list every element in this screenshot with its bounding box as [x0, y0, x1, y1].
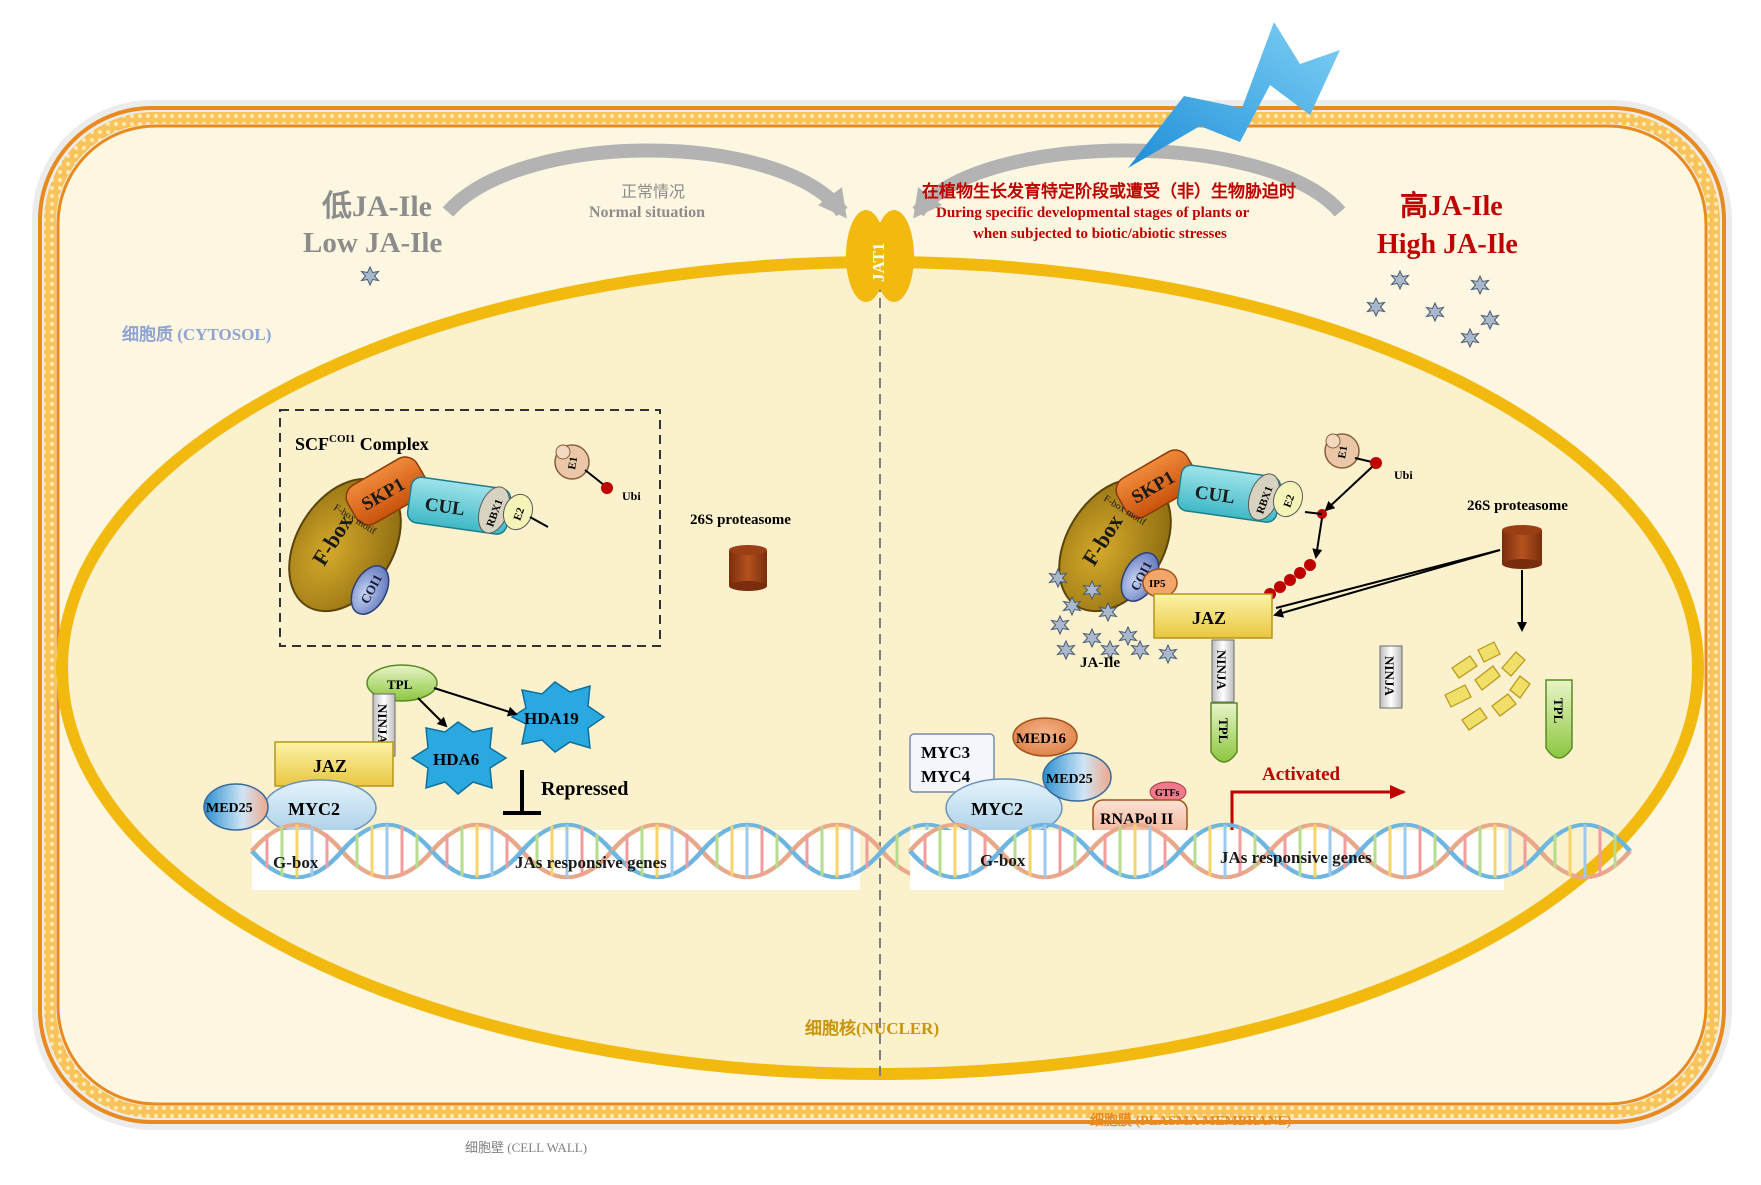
high-ja-ile-en: High JA-Ile — [1377, 229, 1518, 260]
e1-enzyme-left: E1 Ubi — [554, 444, 641, 503]
activated-arrow — [1230, 785, 1406, 835]
ninja-free: NINJA — [1379, 645, 1403, 709]
low-ja-ile-cn: 低JA-Ile — [321, 190, 432, 223]
coi1 — [350, 565, 390, 615]
ninja-right: NINJA — [1211, 639, 1235, 703]
ja-ile-label: JA-Ile — [1080, 655, 1120, 671]
stress-en-1: During specific developmental stages of … — [936, 205, 1250, 221]
tpl-label-right: TPL — [1216, 718, 1231, 744]
dna-right — [910, 824, 1630, 890]
hda6: HDA6 — [410, 721, 508, 795]
ubi-label-right: Ubi — [1394, 468, 1413, 482]
tpl-to-hda6-arrow — [417, 697, 448, 728]
ubi-label: Ubi — [622, 489, 641, 503]
stress-lightning-icon — [1128, 22, 1340, 168]
tpl-left: TPL — [366, 664, 438, 702]
low-ja-ile-en: Low JA-Ile — [303, 227, 442, 259]
e1-label-right: E1 — [1336, 445, 1350, 460]
nucleus-label: 细胞核(NUCLER) — [805, 1018, 939, 1038]
med25-label-right: MED25 — [1046, 772, 1093, 787]
jaz-left: JAZ — [274, 741, 394, 787]
normal-arrow — [442, 143, 848, 219]
jat1-transporter: JAT1 — [846, 210, 914, 302]
med25-left: MED25 — [203, 783, 269, 831]
scf-complex-box — [279, 409, 661, 647]
cytosol-label: 细胞质 (CYTOSOL) — [122, 324, 271, 344]
genes-label-left: JAs responsive genes — [515, 853, 667, 872]
genes-label-right: JAs responsive genes — [1220, 848, 1372, 867]
jaz-right: JAZ — [1153, 593, 1273, 639]
scf-complex-left: F-box COI1 SKP1 F-box motif CUL RBX1 E2 — [288, 456, 549, 615]
normal-situation-en: Normal situation — [589, 204, 705, 221]
jat1-label: JAT1 — [869, 243, 888, 282]
e2-label-right: E2 — [1282, 493, 1298, 510]
hda19: HDA19 — [510, 681, 606, 753]
repressed-label: Repressed — [541, 778, 628, 800]
myc2-label-left: MYC2 — [288, 799, 340, 819]
gtfs: GTFs — [1149, 781, 1187, 803]
myc3-label: MYC3 — [921, 743, 970, 762]
tpl2-label: TPL — [1551, 698, 1566, 724]
tpl-free: TPL — [1545, 679, 1573, 759]
ninja-left: NINJA — [372, 693, 396, 757]
gbox-label-right: G-box — [980, 851, 1026, 870]
hda6-label: HDA6 — [433, 750, 479, 769]
plasma-membrane-label: 细胞膜 (PLASMA MEMBRANE) — [1090, 1112, 1292, 1129]
jaz-label-right: JAZ — [1192, 608, 1226, 628]
proteasome-icon-right — [1502, 525, 1542, 569]
myc2-label-right: MYC2 — [971, 799, 1023, 819]
gbox-label-left: G-box — [273, 853, 319, 872]
jaz-label-left: JAZ — [313, 756, 347, 776]
e1-enzyme-right: E1 Ubi — [1324, 433, 1413, 482]
proteasome-label-left: 26S proteasome — [690, 512, 791, 528]
skp1 — [345, 456, 428, 526]
tpl-right: TPL — [1210, 702, 1238, 763]
normal-situation-cn: 正常情况 — [621, 183, 685, 201]
ubi-dot — [601, 482, 613, 494]
high-ja-ile-cn: 高JA-Ile — [1400, 190, 1503, 222]
myc3-myc4-box: MYC3 MYC4 — [909, 733, 995, 793]
rnapol-label: RNAPol II — [1100, 811, 1173, 828]
ip5-label: IP5 — [1149, 578, 1166, 590]
tpl-to-hda19-arrow — [433, 687, 518, 717]
med16: MED16 — [1012, 717, 1078, 757]
cell-wall-label: 细胞壁 (CELL WALL) — [465, 1140, 587, 1155]
proteasome-label-right: 26S proteasome — [1467, 498, 1568, 514]
med25-label-left: MED25 — [206, 801, 253, 816]
activated-label: Activated — [1262, 764, 1341, 785]
hda19-label: HDA19 — [524, 709, 579, 728]
repressed-symbol — [503, 770, 541, 815]
stress-arrow — [912, 143, 1346, 219]
proteasome-icon-left — [729, 545, 767, 591]
e1-label: E1 — [566, 456, 580, 471]
tpl-label-left: TPL — [387, 677, 413, 692]
myc2-right: MYC2 — [945, 778, 1063, 838]
ninja-label-left: NINJA — [375, 704, 390, 744]
gtfs-label: GTFs — [1155, 788, 1180, 799]
myc2-left: MYC2 — [263, 779, 377, 837]
stress-en-2: when subjected to biotic/abiotic stresse… — [973, 226, 1227, 242]
stress-cn: 在植物生长发育特定阶段或遭受（非）生物胁迫时 — [922, 181, 1296, 201]
jaz-degraded-fragments — [1444, 641, 1531, 731]
scf-complex-right: F-box COI1 IP5 SKP1 F-box motif CUL RBX1… — [1058, 449, 1304, 613]
ninja-label-right: NINJA — [1214, 650, 1229, 690]
myc4-label: MYC4 — [921, 767, 971, 786]
e2-label: E2 — [512, 506, 528, 523]
dna-left — [252, 824, 972, 890]
med25-right: MED25 — [1042, 752, 1112, 802]
med16-label: MED16 — [1016, 731, 1066, 747]
scf-complex-title: SCFCOI1 Complex — [295, 433, 429, 454]
ninja2-label: NINJA — [1382, 656, 1397, 696]
